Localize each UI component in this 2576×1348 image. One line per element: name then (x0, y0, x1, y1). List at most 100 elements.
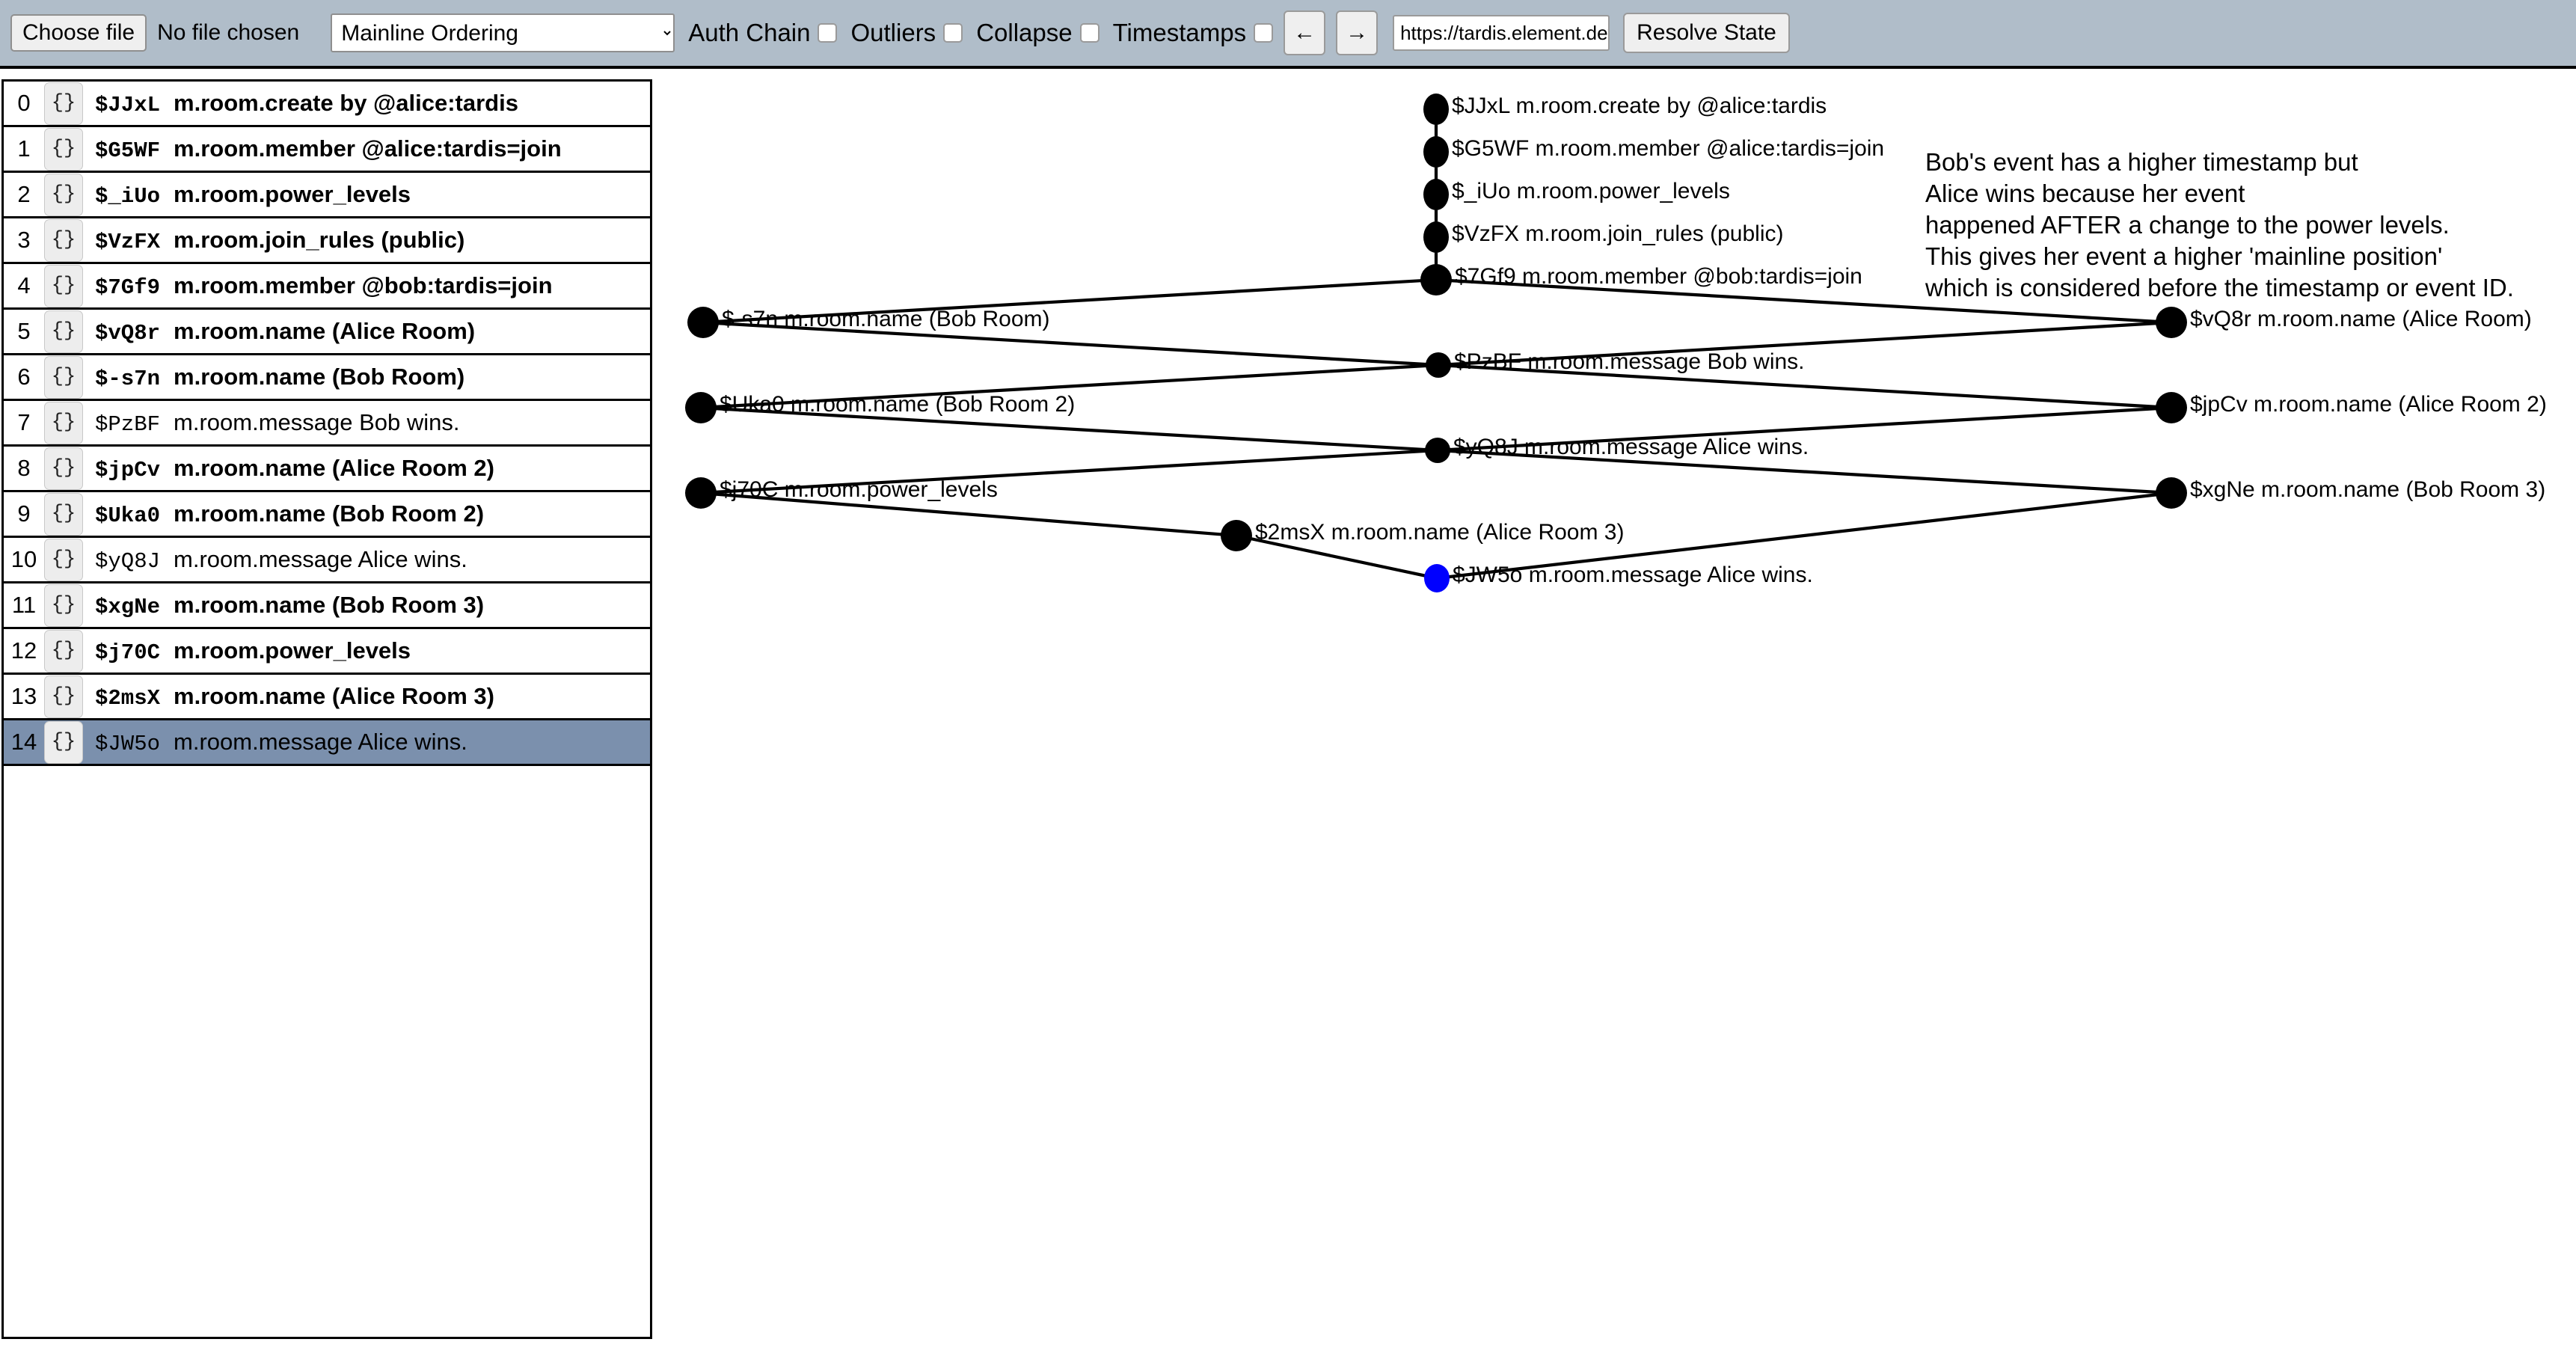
json-badge-icon[interactable]: {} (44, 583, 83, 627)
auth-chain-checkbox[interactable] (818, 23, 838, 43)
json-badge-icon[interactable]: {} (44, 173, 83, 216)
event-index: 5 (17, 318, 31, 344)
graph-node-label: $jpCv m.room.name (Alice Room 2) (2190, 392, 2547, 417)
json-badge-icon[interactable]: {} (44, 218, 83, 262)
event-index: 10 (10, 546, 37, 572)
graph-edge (1438, 320, 2172, 367)
graph-node[interactable] (1221, 520, 1252, 551)
event-index: 8 (17, 455, 31, 481)
resolve-state-button[interactable]: Resolve State (1623, 13, 1790, 53)
graph-node[interactable] (1425, 438, 1450, 463)
json-badge-icon[interactable]: {} (44, 538, 83, 581)
ordering-select[interactable]: Mainline Ordering (331, 13, 675, 52)
forward-arrow-icon[interactable]: → (1336, 10, 1379, 55)
event-id: $yQ8J (95, 548, 161, 574)
event-type-label: m.room.power_levels (174, 637, 411, 664)
choose-file-button[interactable]: Choose file (10, 13, 147, 52)
collapse-checkbox[interactable] (1079, 23, 1100, 43)
graph-edge (1437, 405, 2172, 453)
graph-node[interactable] (2156, 477, 2187, 509)
graph-edge (1438, 363, 2172, 410)
event-index: 14 (10, 729, 37, 755)
outliers-checkbox[interactable] (943, 23, 963, 43)
event-type-label: m.room.member @alice:tardis=join (174, 135, 562, 162)
graph-node-label: $7Gf9 m.room.member @bob:tardis=join (1455, 264, 1862, 289)
json-badge-icon[interactable]: {} (44, 310, 83, 353)
event-type-label: m.room.name (Alice Room 3) (174, 682, 494, 709)
graph-node[interactable] (1420, 264, 1452, 295)
event-type-label: m.room.name (Bob Room 2) (174, 500, 485, 527)
graph-node-label: $vQ8r m.room.name (Alice Room) (2190, 307, 2532, 331)
event-index: 11 (11, 592, 37, 618)
graph-node[interactable] (1423, 179, 1449, 210)
json-badge-icon[interactable]: {} (44, 447, 83, 490)
graph-node[interactable] (1426, 352, 1451, 378)
graph-node[interactable] (1423, 136, 1449, 168)
graph-node-label: $JJxL m.room.create by @alice:tardis (1452, 94, 1827, 118)
event-dag-graph[interactable]: $JJxL m.room.create by @alice:tardis$G5W… (654, 72, 2576, 1348)
graph-edge (702, 278, 1437, 325)
graph-edge (1236, 533, 1438, 580)
graph-edge (1437, 448, 2172, 495)
event-index: 0 (17, 90, 31, 116)
json-badge-icon[interactable]: {} (44, 401, 83, 444)
graph-node[interactable] (685, 477, 717, 509)
event-id: $-s7n (95, 366, 161, 391)
json-badge-icon[interactable]: {} (44, 127, 83, 171)
graph-node[interactable] (1424, 564, 1450, 592)
event-id: $JW5o (95, 731, 161, 756)
graph-edge (700, 405, 1438, 453)
graph-node-label: $-s7n m.room.name (Bob Room) (722, 307, 1050, 331)
event-id: $7Gf9 (95, 275, 161, 300)
json-badge-icon[interactable]: {} (44, 720, 83, 764)
json-badge-icon[interactable]: {} (44, 355, 83, 399)
graph-node[interactable] (2156, 392, 2187, 423)
graph-node[interactable] (1423, 221, 1449, 253)
json-badge-icon[interactable]: {} (44, 675, 83, 718)
graph-node[interactable] (685, 392, 717, 423)
back-arrow-icon[interactable]: ← (1284, 10, 1326, 55)
json-badge-icon[interactable]: {} (44, 629, 83, 673)
graph-node-label: $JW5o m.room.message Alice wins. (1453, 563, 1813, 587)
graph-node[interactable] (1423, 94, 1449, 125)
json-badge-icon[interactable]: {} (44, 82, 83, 125)
event-index: 1 (17, 135, 31, 162)
event-index: 4 (17, 272, 31, 298)
graph-edge (700, 448, 1438, 495)
json-badge-icon[interactable]: {} (44, 492, 83, 536)
url-input[interactable]: https://tardis.element.dev (1393, 15, 1610, 51)
timestamps-group: Timestamps (1113, 19, 1274, 47)
json-badge-icon[interactable]: {} (44, 264, 83, 307)
timestamps-checkbox[interactable] (1254, 23, 1274, 43)
file-picker: Choose file No file chosen (10, 13, 300, 52)
graph-edge (702, 320, 1439, 367)
graph-node[interactable] (2156, 307, 2187, 338)
event-type-label: m.room.message Bob wins. (174, 408, 460, 435)
graph-canvas: $JJxL m.room.create by @alice:tardis$G5W… (685, 94, 2547, 592)
event-id: $PzBF (95, 411, 161, 437)
graph-edge (700, 491, 1237, 538)
file-status-label: No file chosen (157, 20, 300, 45)
graph-node[interactable] (687, 307, 719, 338)
